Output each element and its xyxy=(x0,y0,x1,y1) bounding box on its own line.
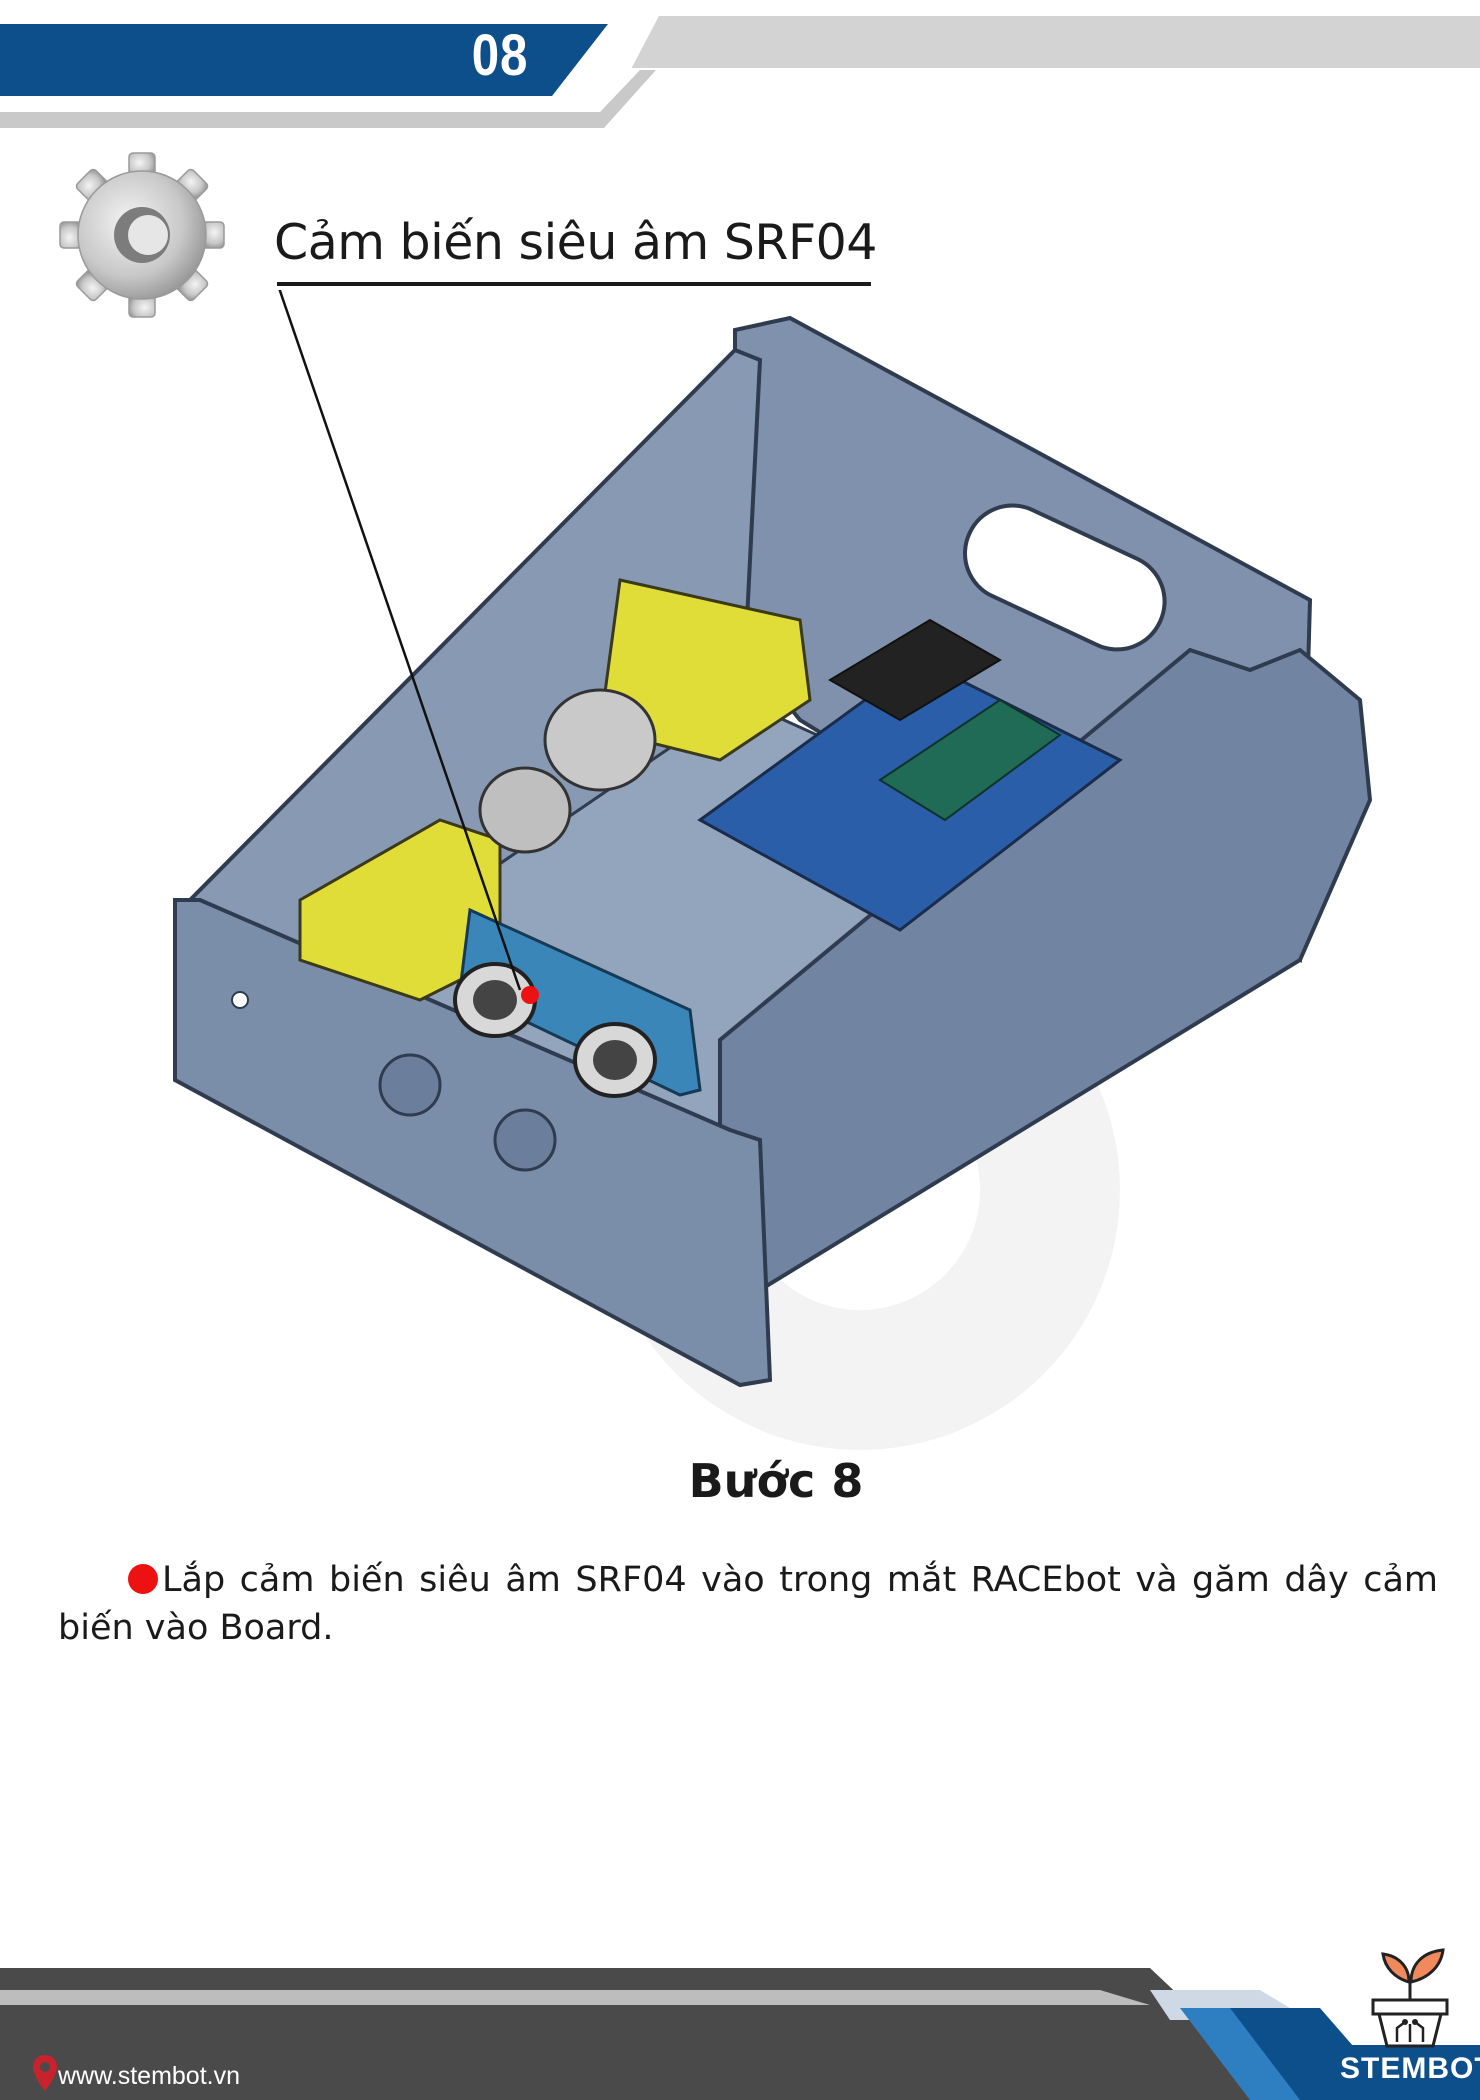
page-number: 08 xyxy=(471,23,529,88)
bullet-dot-icon xyxy=(128,1564,158,1594)
instruction-paragraph: Lắp cảm biến siêu âm SRF04 vào trong mắt… xyxy=(58,1556,1438,1652)
callout-leader-line xyxy=(278,290,522,991)
callout-underline xyxy=(277,282,871,286)
footer-website: www.stembot.vn xyxy=(58,2062,241,2090)
robot-assembly-illustration xyxy=(173,290,1373,1450)
location-pin-icon xyxy=(33,2055,57,2091)
sensor-marker-dot xyxy=(521,986,539,1004)
step-title: Bước 8 xyxy=(688,1454,864,1508)
footer-banner xyxy=(0,1968,1480,2100)
gear-icon xyxy=(59,152,225,318)
footer-brand: STEMBOT xyxy=(1340,2052,1480,2085)
instruction-text: Lắp cảm biến siêu âm SRF04 vào trong mắt… xyxy=(58,1560,1438,1648)
callout-label: Cảm biến siêu âm SRF04 xyxy=(274,214,877,271)
plant-pot-icon xyxy=(1371,1948,1449,2048)
header-banner xyxy=(0,14,1480,128)
